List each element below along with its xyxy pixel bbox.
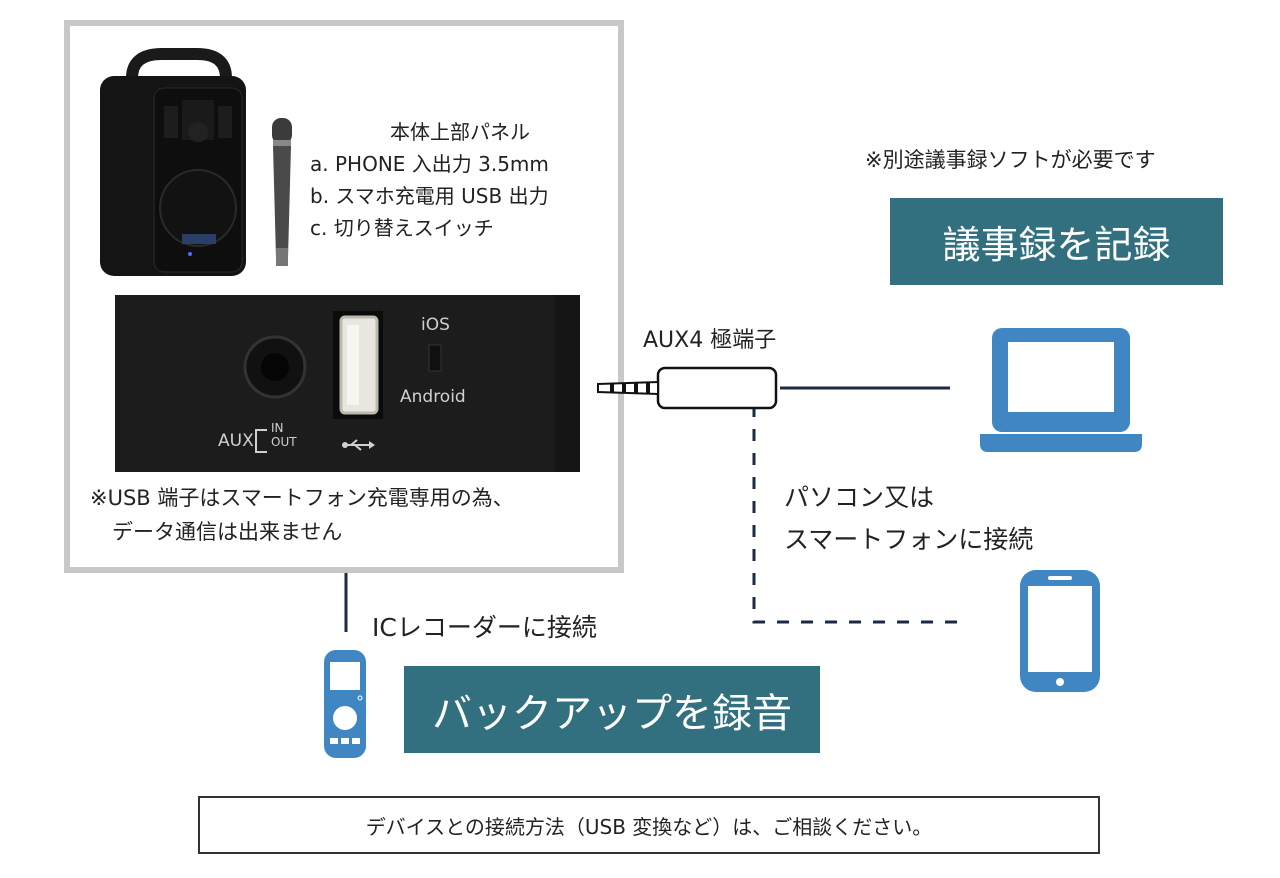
- record-minutes-button: 議事録を記録: [890, 198, 1223, 285]
- caption-item-c: c. 切り替えスイッチ: [310, 216, 494, 240]
- laptop-icon: [980, 328, 1142, 452]
- caption-item-a: a. PHONE 入出力 3.5mm: [310, 152, 549, 176]
- aux-bracket: [255, 429, 267, 453]
- aux-label: AUX4 極端子: [643, 328, 777, 353]
- panel-caption: 本体上部パネル a. PHONE 入出力 3.5mm b. スマホ充電用 USB…: [310, 116, 565, 244]
- aux-port-label: AUX: [218, 431, 254, 451]
- switch-label-android: Android: [400, 387, 466, 407]
- caption-item-b: b. スマホ充電用 USB 出力: [310, 184, 549, 208]
- phone-dashed-line: [752, 405, 960, 624]
- usb-symbol-icon: [342, 439, 375, 451]
- aux-io-labels: IN OUT: [271, 421, 297, 449]
- panel-caption-title: 本体上部パネル: [390, 120, 530, 144]
- switch-label-ios: iOS: [421, 315, 450, 335]
- usb-note: ※USB 端子はスマートフォン充電専用の為、 データ通信は出来ません: [90, 481, 514, 549]
- usb-note-line1: ※USB 端子はスマートフォン充電専用の為、: [90, 486, 514, 510]
- aux-in-label: IN: [271, 421, 284, 435]
- speaker-image: [100, 48, 246, 276]
- footer-note: デバイスとの接続方法（USB 変換など）は、ご相談ください。: [198, 796, 1100, 854]
- minutes-software-note: ※別途議事録ソフトが必要です: [865, 148, 1156, 172]
- pc-phone-label-line1: パソコン又は: [784, 483, 935, 512]
- pc-phone-label-line2: スマートフォンに接続: [784, 525, 1034, 554]
- pc-phone-label: パソコン又は スマートフォンに接続: [784, 477, 1033, 561]
- usb-note-line2: データ通信は出来ません: [112, 520, 343, 544]
- ic-recorder-icon: [324, 650, 366, 758]
- top-panel-photo: iOS Android AUX IN OUT: [115, 295, 580, 472]
- aux-out-label: OUT: [271, 435, 297, 449]
- microphone-image: [272, 118, 292, 266]
- ic-recorder-label: ICレコーダーに接続: [372, 613, 597, 642]
- aux-plug-icon: [597, 366, 778, 410]
- smartphone-icon: [1020, 570, 1100, 692]
- backup-record-button: バックアップを録音: [404, 666, 820, 753]
